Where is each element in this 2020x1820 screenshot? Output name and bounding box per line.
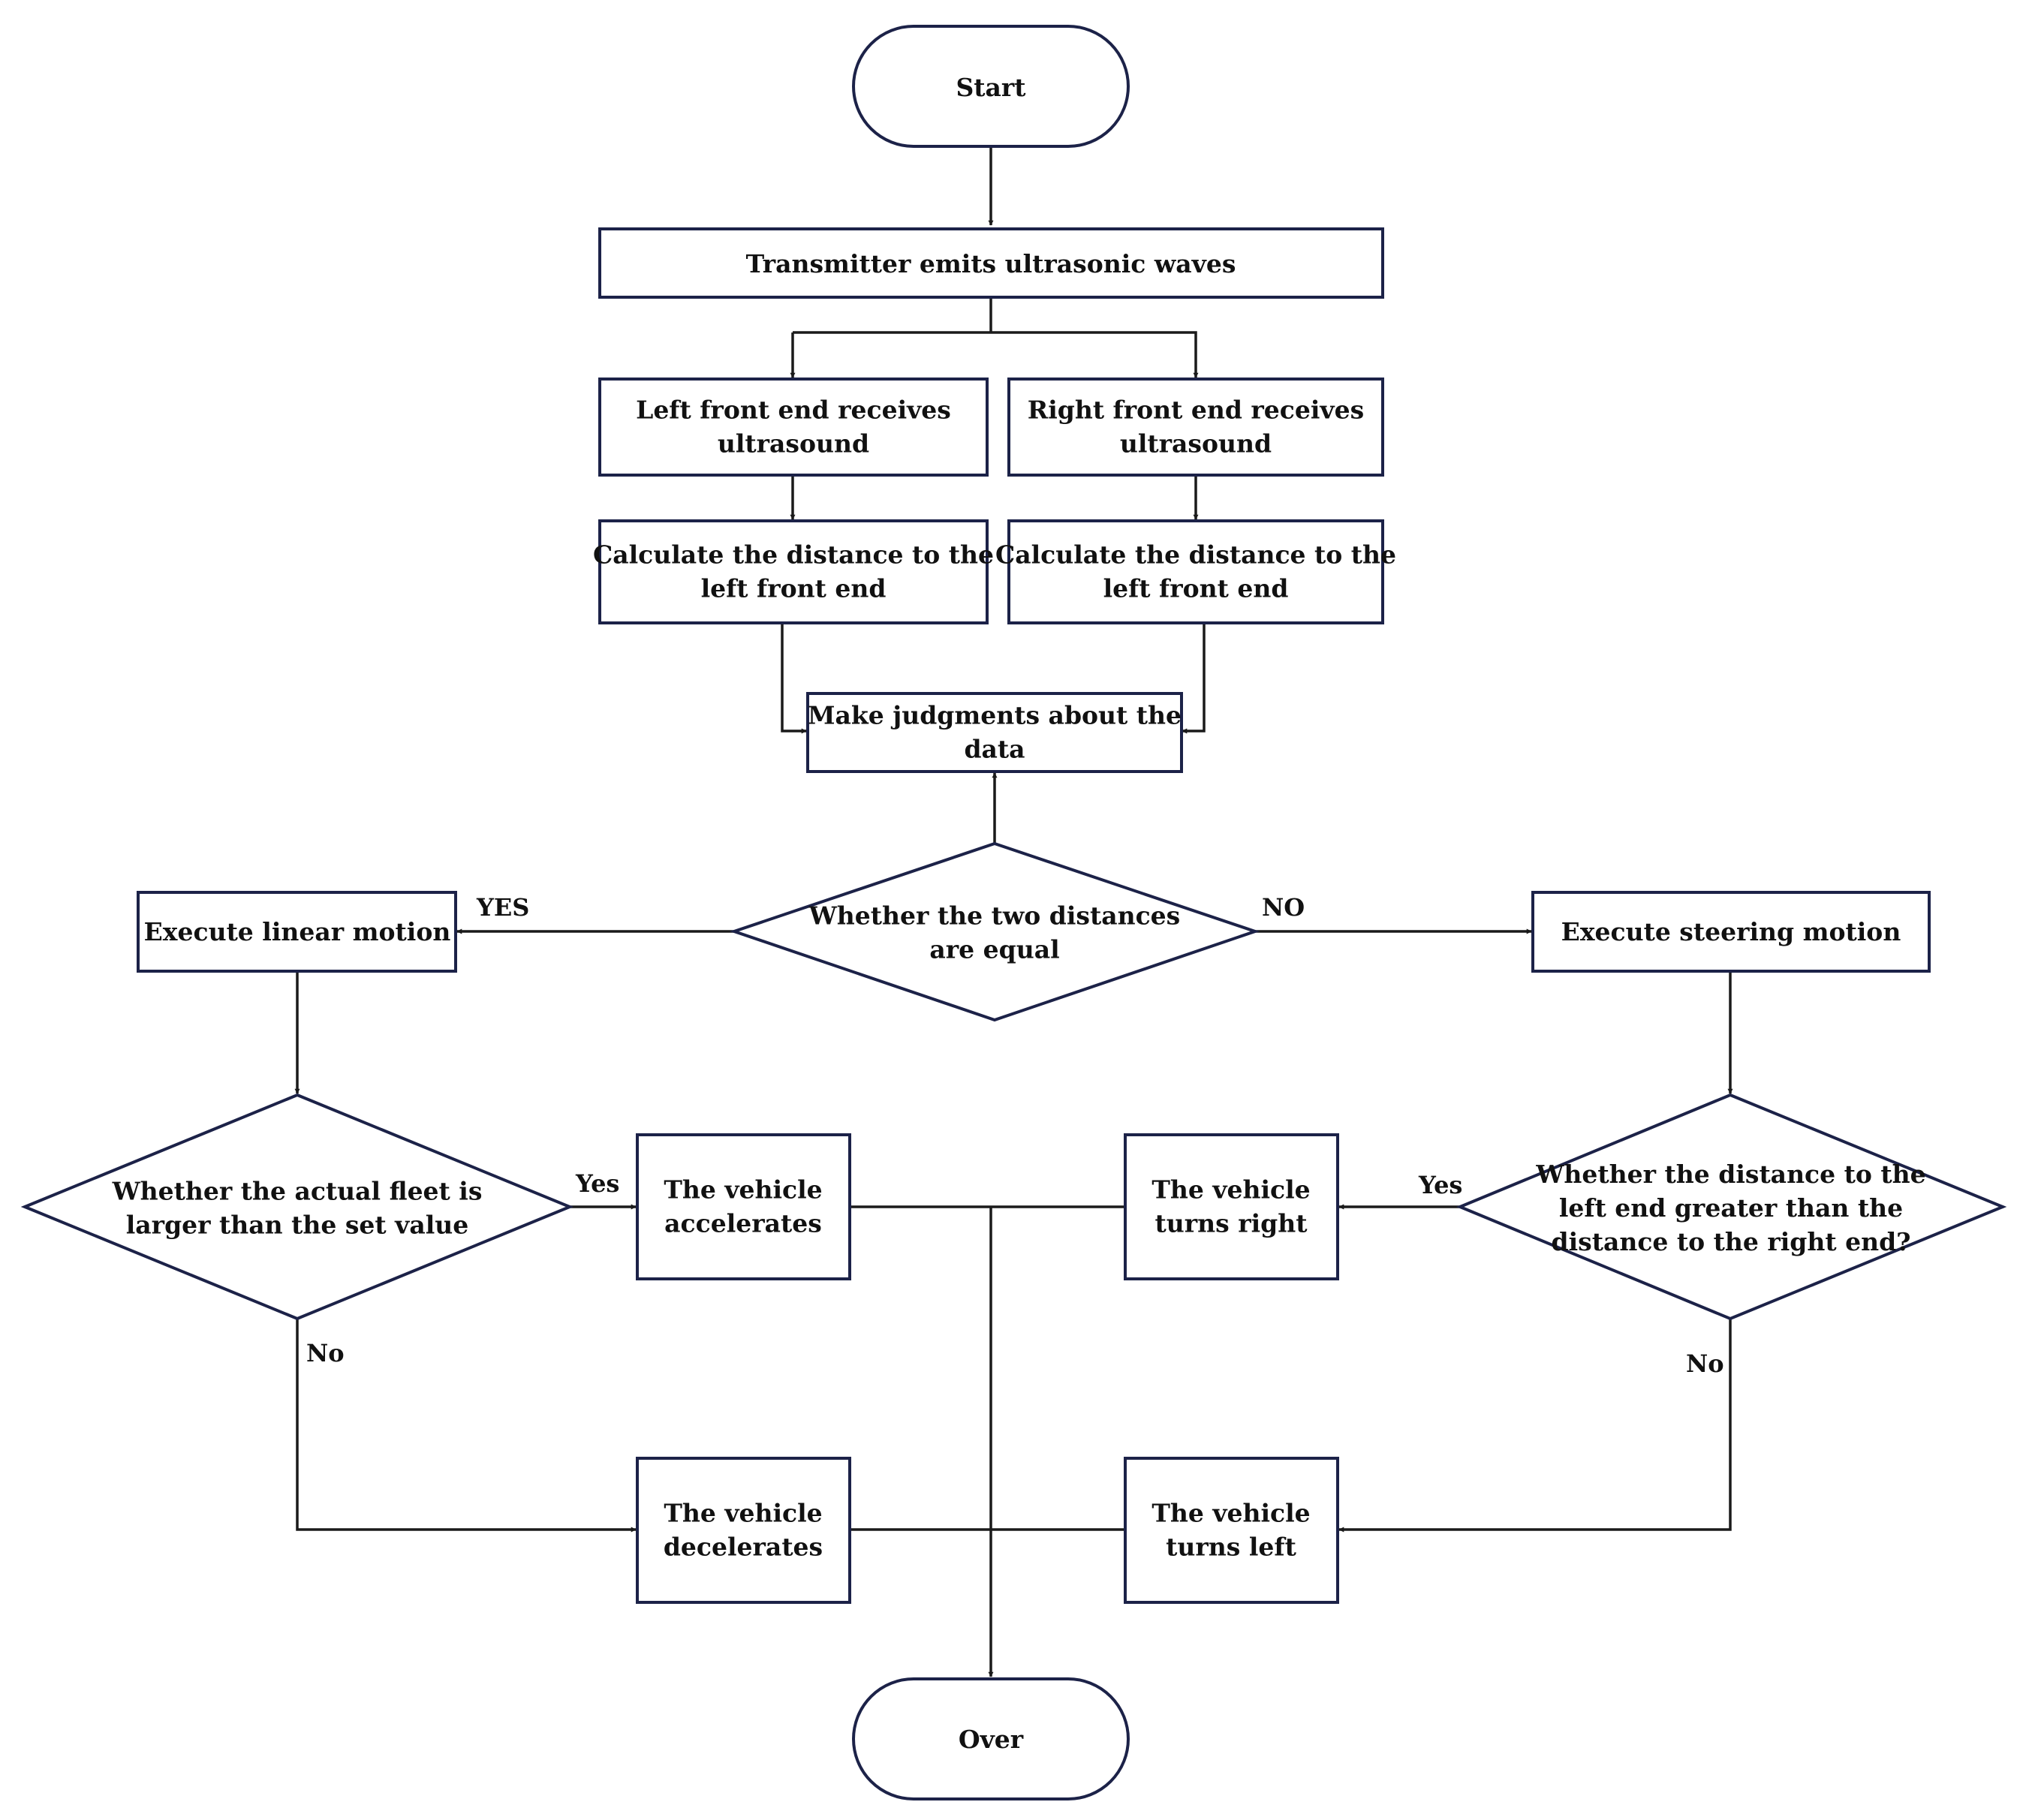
turns-right-process (1124, 1133, 1339, 1280)
label-line: Transmitter emits ultrasonic waves (746, 249, 1236, 278)
turns-left-label: The vehicle turns left (1151, 1499, 1310, 1562)
label-line: The vehicle (664, 1175, 822, 1205)
accelerates-process (636, 1133, 851, 1280)
no-decelerate-label: No (306, 1339, 345, 1367)
left-receive-label: Left front end receives ultrasound (636, 396, 951, 459)
distance-decision (1456, 1093, 2007, 1321)
equal-decision (729, 841, 1260, 1022)
label-line: Execute linear motion (144, 917, 451, 946)
steering-label: Execute steering motion (1561, 917, 1901, 946)
fleet-decision-label: Whether the actual fleet is larger than t… (112, 1177, 483, 1240)
label-line: Left front end receives (636, 396, 951, 425)
right-calc-label: Calculate the distance to the left front … (995, 540, 1396, 603)
label-line: The vehicle (1151, 1499, 1310, 1528)
edge-left-calc-judge (781, 623, 807, 734)
right-calc-process (1007, 519, 1384, 624)
equal-decision-label: Whether the two distances are equal (808, 901, 1181, 964)
label-line: left end greater than the (1559, 1193, 1903, 1223)
linear-label: Execute linear motion (144, 917, 451, 946)
no-turn-left-label: No (1686, 1349, 1724, 1378)
distance-decision-label: Whether the distance to the left end grea… (1535, 1160, 1925, 1256)
left-receive-process (598, 378, 989, 477)
label-line: left front end (1103, 574, 1289, 603)
label-line: turns right (1155, 1209, 1308, 1238)
label-line: Execute steering motion (1561, 917, 1901, 946)
label-line: Calculate the distance to the (593, 540, 994, 570)
label-line: accelerates (664, 1209, 822, 1238)
label-line: Calculate the distance to the (995, 540, 1396, 570)
label-line: larger than the set value (126, 1211, 468, 1240)
fleet-decision (20, 1093, 574, 1321)
label-line: data (964, 735, 1025, 764)
over-terminal (852, 1677, 1130, 1800)
label-line: Over (959, 1725, 1024, 1754)
label-line: The vehicle (1151, 1175, 1310, 1205)
judge-process (806, 692, 1183, 773)
yes-accelerate-label: Yes (575, 1169, 619, 1198)
edge-split-left (793, 331, 991, 378)
label-line: ultrasound (1120, 429, 1272, 459)
label-line: Whether the actual fleet is (112, 1177, 483, 1206)
edge-labels: YES NO Yes No Yes No (306, 893, 1724, 1378)
label-line: Whether the two distances (808, 901, 1181, 931)
turns-right-label: The vehicle turns right (1151, 1175, 1310, 1238)
edge-right-calc-judge (1182, 623, 1206, 734)
steering-process (1531, 891, 1931, 973)
linear-process (137, 891, 457, 973)
label-line: turns left (1166, 1533, 1296, 1562)
yes-turn-right-label: Yes (1418, 1171, 1462, 1199)
connectors (294, 146, 1733, 1677)
label-line: left front end (701, 574, 887, 603)
shapes (20, 25, 2007, 1800)
label-line: Whether the distance to the (1535, 1160, 1925, 1189)
label-line: distance to the right end? (1552, 1227, 1911, 1256)
judge-label: Make judgments about the data (808, 701, 1182, 764)
label-line: are equal (929, 935, 1059, 964)
label-line: Right front end receives (1028, 396, 1364, 425)
edge-split-right (991, 331, 1199, 378)
turns-left-process (1124, 1457, 1339, 1604)
decelerates-label: The vehicle decelerates (664, 1499, 823, 1562)
node-labels: Start Transmitter emits ultrasonic waves… (112, 73, 1926, 1754)
label-line: decelerates (664, 1533, 823, 1562)
start-label: Start (956, 73, 1026, 102)
label-line: ultrasound (718, 429, 869, 459)
right-receive-process (1007, 378, 1384, 477)
emit-process (598, 227, 1384, 299)
start-terminal (852, 25, 1130, 148)
right-receive-label: Right front end receives ultrasound (1028, 396, 1364, 459)
over-label: Over (959, 1725, 1024, 1754)
edge-no-decelerates (296, 1319, 637, 1533)
label-line: Make judgments about the (808, 701, 1182, 730)
label-line: Start (956, 73, 1026, 102)
yes-linear-label: YES (476, 893, 529, 922)
left-calc-label: Calculate the distance to the left front … (593, 540, 994, 603)
no-steering-label: NO (1262, 893, 1305, 922)
emit-label: Transmitter emits ultrasonic waves (746, 249, 1236, 278)
accelerates-label: The vehicle accelerates (664, 1175, 822, 1238)
decelerates-process (636, 1457, 851, 1604)
edge-no-turn-left (1338, 1319, 1732, 1533)
left-calc-process (598, 519, 989, 624)
label-line: The vehicle (664, 1499, 822, 1528)
